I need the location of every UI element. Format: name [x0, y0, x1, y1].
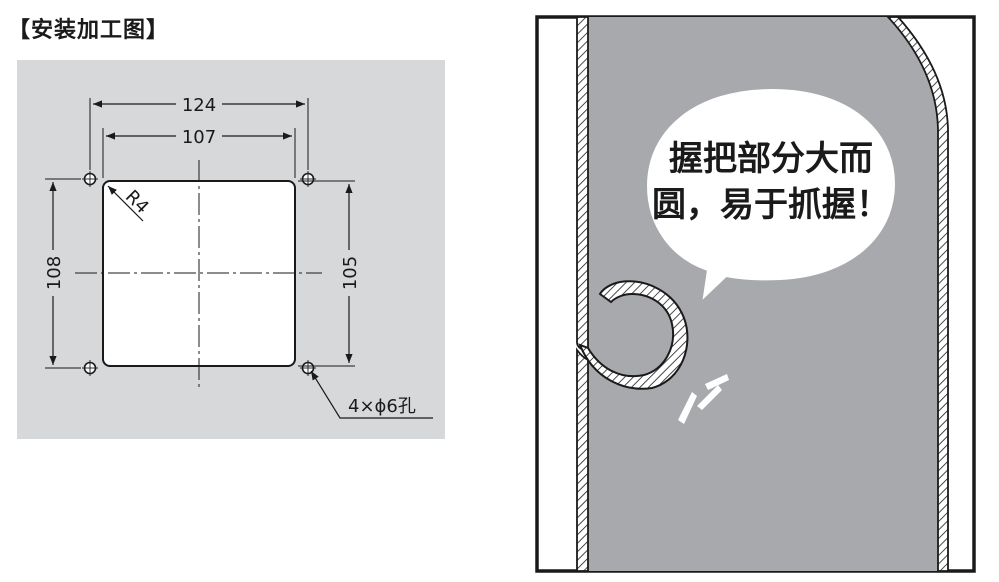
hole-spec-label: 4×ϕ6孔 — [348, 396, 416, 417]
dimension-label-107: 107 — [182, 127, 216, 148]
section-title: 【安装加工图】 — [8, 18, 170, 43]
dimension-label-124: 124 — [182, 95, 216, 116]
emphasis-marks — [678, 374, 729, 424]
handle-illustration: 握把部分大而 圆，易于抓握！ — [535, 15, 976, 573]
radius-leader — [107, 185, 144, 222]
handle-edge-hatch — [576, 16, 589, 354]
hole-leader — [310, 370, 433, 419]
dimension-label-108: 108 — [44, 256, 65, 290]
dimension-label-105: 105 — [340, 256, 361, 290]
emphasis-mark — [705, 374, 729, 390]
grip-curl — [578, 280, 689, 390]
cutout-drawing: 124 107 108 105 R4 4×ϕ6孔 — [17, 60, 445, 439]
callout-line-1: 握把部分大而 — [669, 139, 873, 179]
emphasis-mark — [678, 392, 697, 424]
handle-edge-hatch — [576, 347, 589, 572]
callout-line-2: 圆，易于抓握！ — [652, 185, 890, 225]
emphasis-mark — [697, 385, 722, 410]
speech-bubble — [646, 88, 896, 300]
handle-edge-hatch — [885, 16, 949, 572]
